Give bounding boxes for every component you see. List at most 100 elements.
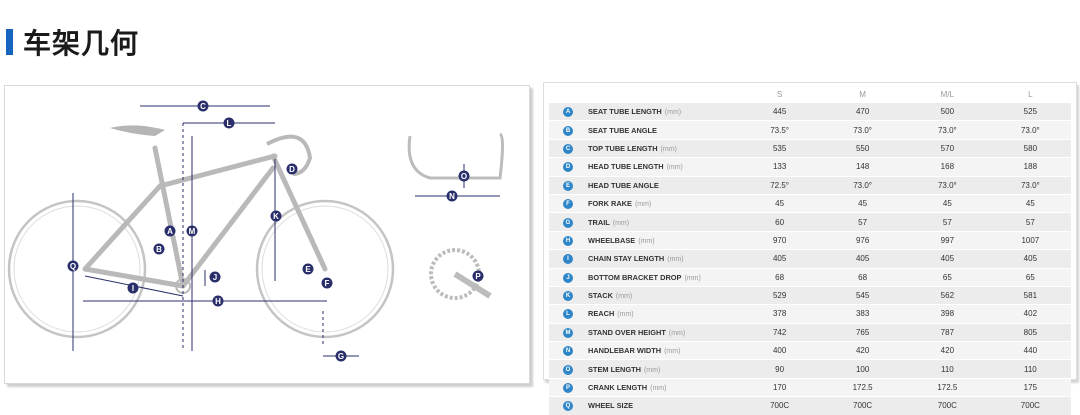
row-unit: (mm) [612,219,630,227]
row-value: 45 [739,193,821,213]
row-unit: (mm) [615,293,633,301]
row-measurement-name: WHEELBASE [588,235,636,245]
row-letter-badge: N [563,346,573,357]
label-f: F [321,277,333,289]
bike-frame [82,145,328,289]
row-value: 545 [820,285,905,305]
label-m: M [186,225,198,237]
row-value: 550 [820,138,905,158]
row-value: 168 [904,157,990,177]
svg-text:K: K [273,212,279,221]
svg-text:F: F [325,279,330,288]
label-c: C [197,100,209,112]
label-j: J [209,271,221,283]
row-value: 581 [989,285,1071,305]
saddle [110,125,165,136]
label-a: A [164,225,176,237]
size-header-m: M [859,89,866,99]
row-value: 500 [904,101,990,121]
svg-text:M: M [189,227,196,236]
row-measurement-name: CRANK LENGTH [588,383,648,393]
crank-arm [453,271,492,299]
size-header-s: S [776,89,783,99]
row-unit: (mm) [638,237,655,245]
row-value: 175 [989,377,1071,397]
row-unit: (mm) [617,311,634,319]
row-unit: (mm) [666,164,683,172]
row-measurement-name: STACK [588,291,613,301]
bike-diagram-svg: C L D K A M B Q E J F I H G O N P [7,100,504,362]
row-value: 970 [739,230,821,250]
row-measurement-name: TOP TUBE LENGTH [588,143,658,153]
row-measurement-name: HEAD TUBE ANGLE [588,180,659,190]
row-value: 110 [904,359,990,379]
row-value: 148 [820,157,905,177]
row-value: 535 [739,138,821,158]
label-d: D [286,163,298,175]
row-measurement-name: SEAT TUBE ANGLE [588,125,657,135]
row-unit: (mm) [667,256,684,264]
row-value: 470 [820,101,905,121]
row-value: 60 [739,212,821,232]
row-value: 405 [989,249,1071,269]
svg-text:I: I [132,284,134,293]
row-unit: (mm) [664,109,682,117]
svg-text:B: B [156,245,162,254]
row-unit: (mm) [668,329,686,337]
row-letter-badge: H [563,235,573,246]
row-unit: (mm) [643,366,661,374]
svg-text:N: N [449,192,455,201]
row-value: 562 [904,285,990,305]
row-value: 405 [739,249,821,269]
row-value: 90 [739,359,821,379]
row-value: 45 [904,193,990,213]
svg-text:D: D [289,165,295,174]
row-value: 570 [904,138,990,158]
label-h: H [212,295,224,307]
title-accent-bar [6,29,13,55]
geometry-diagram: C L D K A M B Q E J F I H G O N P [4,85,530,384]
row-value: 445 [739,101,821,121]
front-rim [261,205,389,333]
row-value: 65 [904,267,990,287]
row-measurement-name: HEAD TUBE LENGTH [588,162,664,172]
row-value: 400 [739,341,821,360]
row-value: 68 [739,267,821,287]
row-value: 765 [820,322,905,342]
svg-text:Q: Q [70,262,76,271]
row-value: 787 [904,322,990,342]
label-p: P [472,270,484,282]
row-measurement-name: SEAT TUBE LENGTH [588,107,662,117]
row-value: 420 [904,341,990,360]
row-value: 72.5° [739,175,821,195]
svg-text:L: L [227,119,232,128]
row-measurement-name: TRAIL [588,217,610,227]
row-value: 976 [820,230,905,250]
row-value: 580 [989,138,1071,158]
row-letter-badge: J [563,272,573,283]
row-value: 68 [820,267,905,287]
row-value: 133 [739,157,821,177]
row-value: 172.5 [820,377,905,397]
row-value: 742 [739,322,821,342]
row-value: 700C [739,396,821,415]
row-letter-badge: D [563,162,573,173]
row-value: 65 [989,267,1071,287]
row-letter-badge: M [563,327,573,338]
row-value: 525 [989,101,1071,121]
row-value: 57 [989,212,1071,232]
size-header-row: S M M/L L [549,86,1071,103]
row-value: 383 [820,304,905,324]
row-measurement-name: BOTTOM BRACKET DROP [588,272,682,282]
